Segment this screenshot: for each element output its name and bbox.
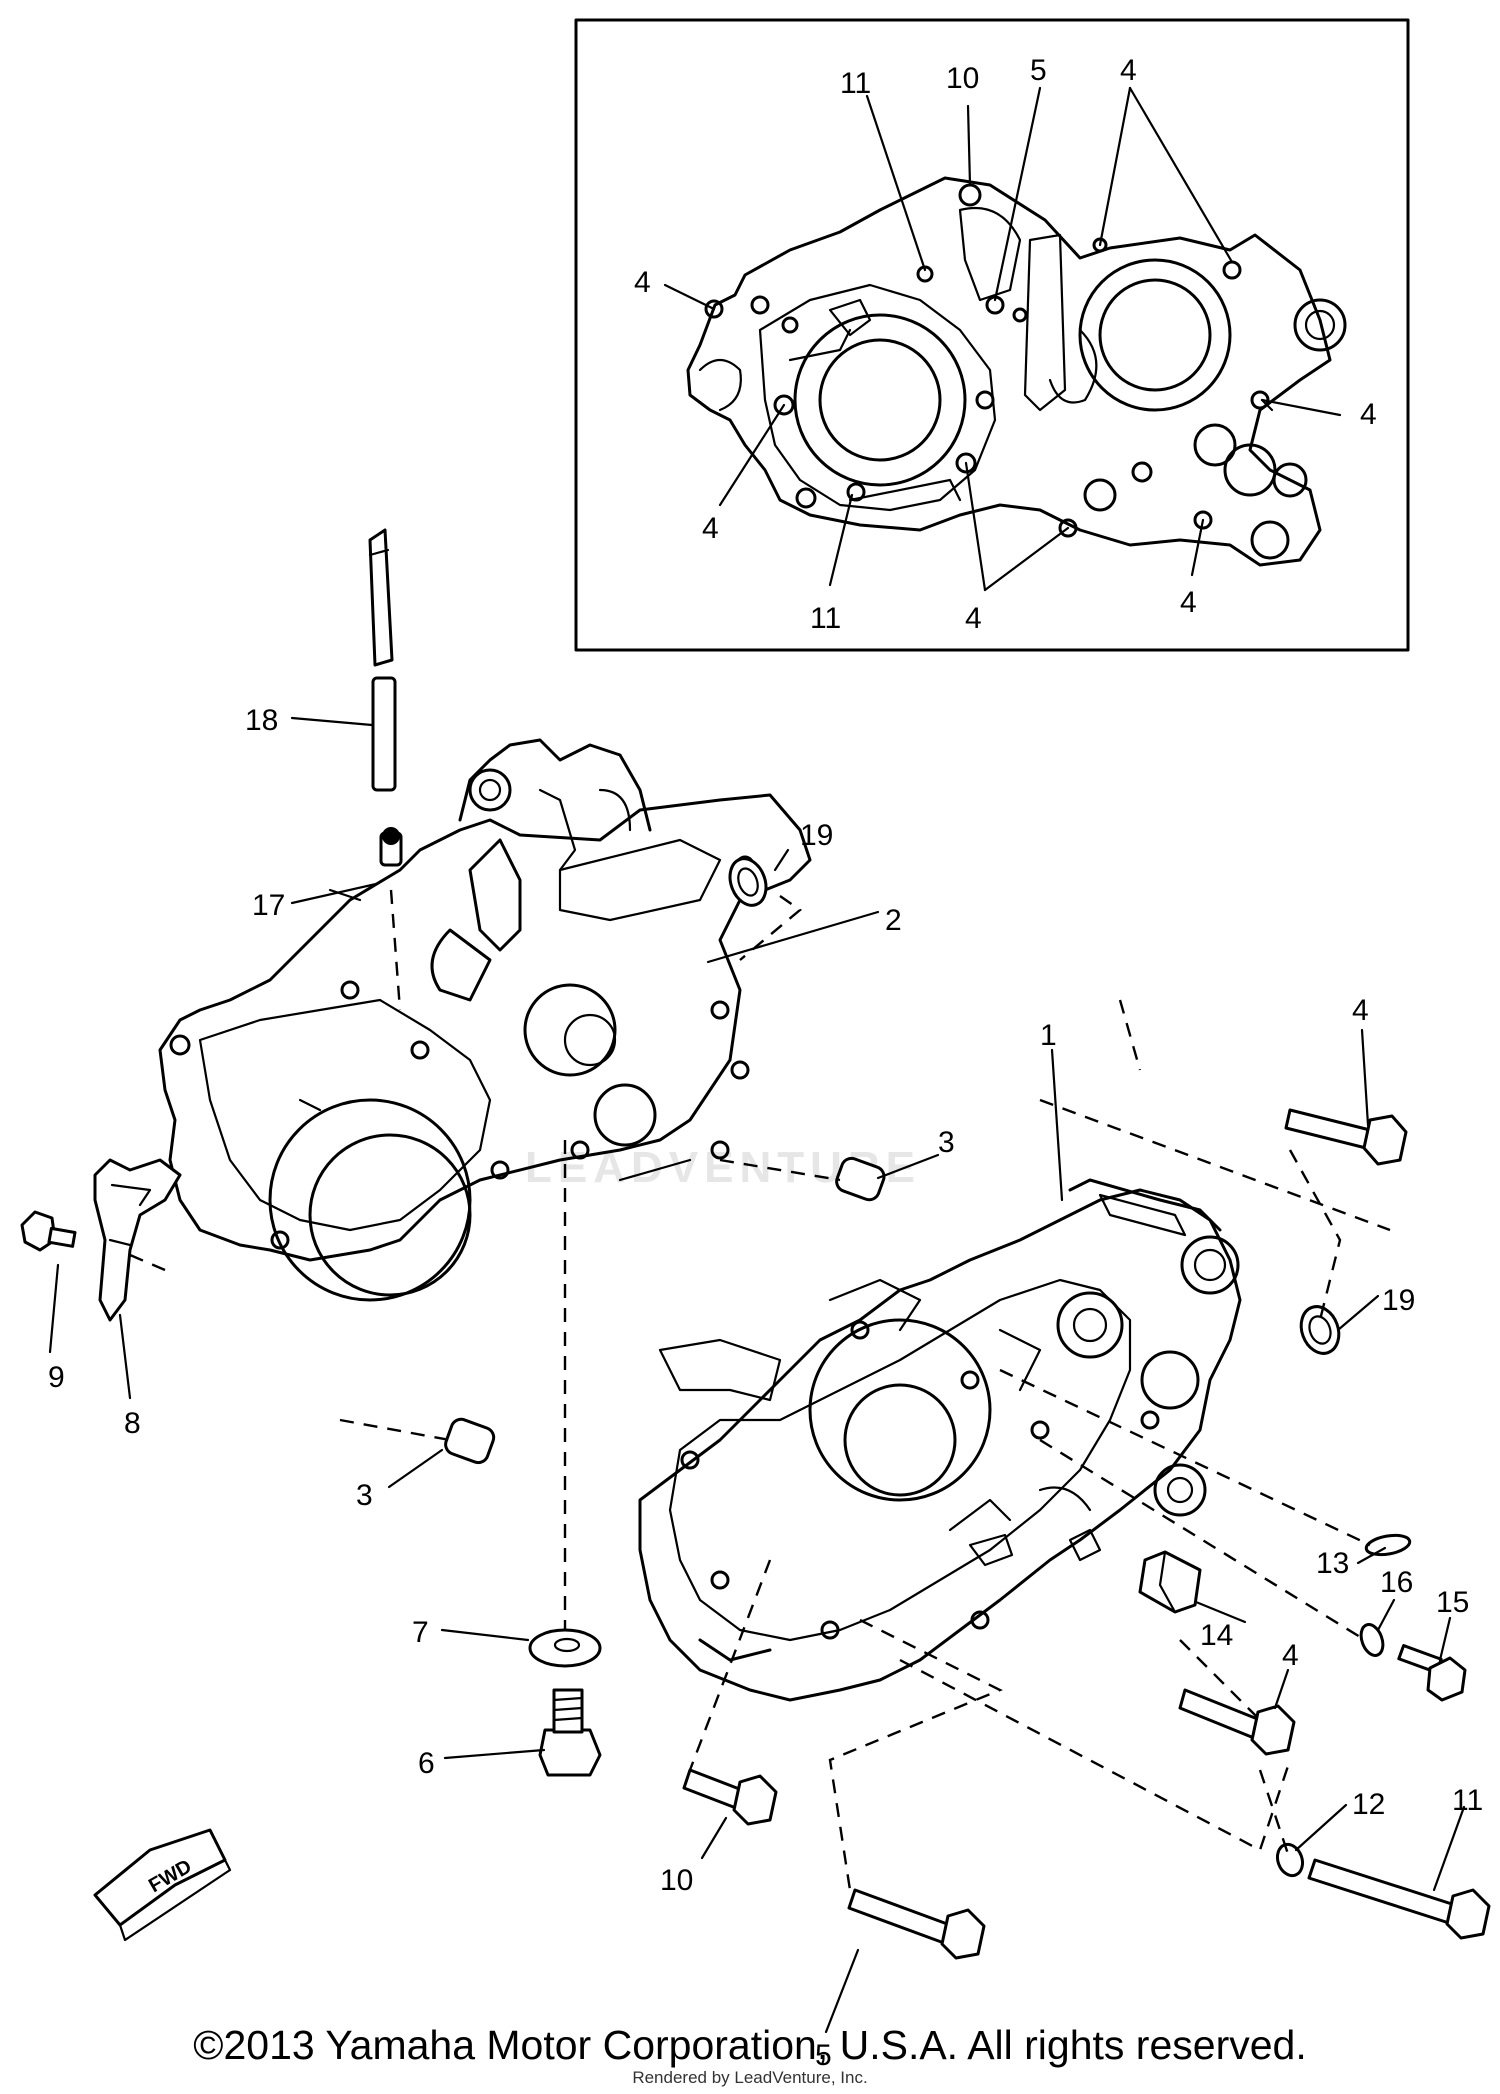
callout-13: 13 (1316, 1547, 1349, 1580)
oil-seal-part-19-top (728, 857, 768, 907)
callout-11: 11 (1452, 1784, 1483, 1817)
assembly-lines (129, 889, 1391, 1891)
right-crankcase-seal-boss (1180, 1235, 1240, 1295)
callout-8: 8 (124, 1407, 141, 1440)
inset-callout-10: 10 (946, 62, 979, 95)
callout-16: 16 (1380, 1566, 1413, 1599)
bolt-part-5 (847, 1888, 986, 1960)
right-crankcase-half (638, 1178, 1242, 1702)
copyright-notice: ©2013 Yamaha Motor Corporation, U.S.A. A… (193, 2022, 1307, 2068)
screw-part-9 (20, 1210, 77, 1252)
circlip-part-13 (1364, 1533, 1412, 1557)
washer-part-7 (528, 1628, 602, 1668)
bolt-part-11 (1307, 1858, 1491, 1940)
right-crankcase-bearing-bore-inner (843, 1383, 957, 1497)
inset-callout-4-bottom: 4 (965, 602, 982, 635)
hose-guide-part-8 (93, 1158, 182, 1322)
rendered-by-notice: Rendered by LeadVenture, Inc. (632, 2068, 868, 2087)
bolt-part-15 (1397, 1644, 1467, 1702)
inset-callout-4-lower-left: 4 (702, 512, 719, 545)
inset-callout-4-top: 4 (1120, 54, 1137, 87)
callout-3-upper: 3 (938, 1126, 955, 1159)
inset-crankcase-outline (686, 176, 1332, 567)
block-part-14 (1138, 1550, 1202, 1614)
dowel-pin-part-3-upper (835, 1156, 886, 1202)
inset-right-bearing-inner (1098, 278, 1212, 392)
callout-6: 6 (418, 1747, 435, 1780)
oil-seal-part-19-right (1299, 1305, 1341, 1355)
callout-4-top: 4 (1352, 994, 1369, 1027)
callout-15: 15 (1436, 1586, 1469, 1619)
inset-left-bearing-outer (793, 313, 967, 487)
inset-callout-4-right: 4 (1360, 398, 1377, 431)
callout-1: 1 (1040, 1019, 1057, 1052)
main-leader-lines (48, 716, 1466, 2034)
inset-callout-11-bottom: 11 (810, 602, 841, 635)
callout-4-lower: 4 (1282, 1639, 1299, 1672)
callout-5: 5 (815, 2039, 832, 2072)
bolt-part-4-lower (1178, 1688, 1296, 1756)
right-crankcase-bearing-bore-outer (808, 1318, 992, 1502)
inset-callout-4-bottom-right: 4 (1180, 586, 1197, 619)
callout-9: 9 (48, 1361, 65, 1394)
callout-19-top: 19 (800, 819, 833, 852)
bolt-part-10 (682, 1768, 778, 1826)
bolt-part-4-top (1284, 1108, 1408, 1166)
callout-3-lower: 3 (356, 1479, 373, 1512)
drain-bolt-part-6 (538, 1688, 602, 1777)
inset-callout-5: 5 (1030, 54, 1047, 87)
dowel-pin-part-3-lower (444, 1417, 496, 1465)
left-crankcase-bearing-bore-inner (308, 1133, 472, 1297)
callout-2: 2 (885, 904, 902, 937)
callout-17: 17 (252, 889, 285, 922)
inset-callout-11-top: 11 (840, 67, 871, 100)
fwd-arrow-icon: FWD (93, 1828, 232, 1942)
washer-part-16 (1359, 1623, 1385, 1657)
callout-7: 7 (412, 1616, 429, 1649)
washer-part-12 (1275, 1842, 1305, 1878)
inset-callout-4-left: 4 (634, 266, 651, 299)
callout-12: 12 (1352, 1788, 1385, 1821)
nipple-part-17 (379, 827, 403, 867)
left-crankcase-half (158, 738, 812, 1302)
callout-19-right: 19 (1382, 1284, 1415, 1317)
callout-18: 18 (245, 704, 278, 737)
inset-left-bearing-inner (818, 338, 942, 462)
inset-right-bearing-outer (1078, 258, 1232, 412)
main-callouts: 18 17 19 2 1 4 3 9 8 3 19 7 6 13 16 15 1… (48, 704, 1483, 2072)
inset-detail-view: 11 10 5 4 4 4 4 11 4 4 (574, 18, 1410, 652)
callout-10: 10 (660, 1864, 693, 1897)
hose-part-18 (368, 528, 397, 792)
callout-14: 14 (1200, 1619, 1233, 1652)
inset-frame (574, 18, 1410, 652)
